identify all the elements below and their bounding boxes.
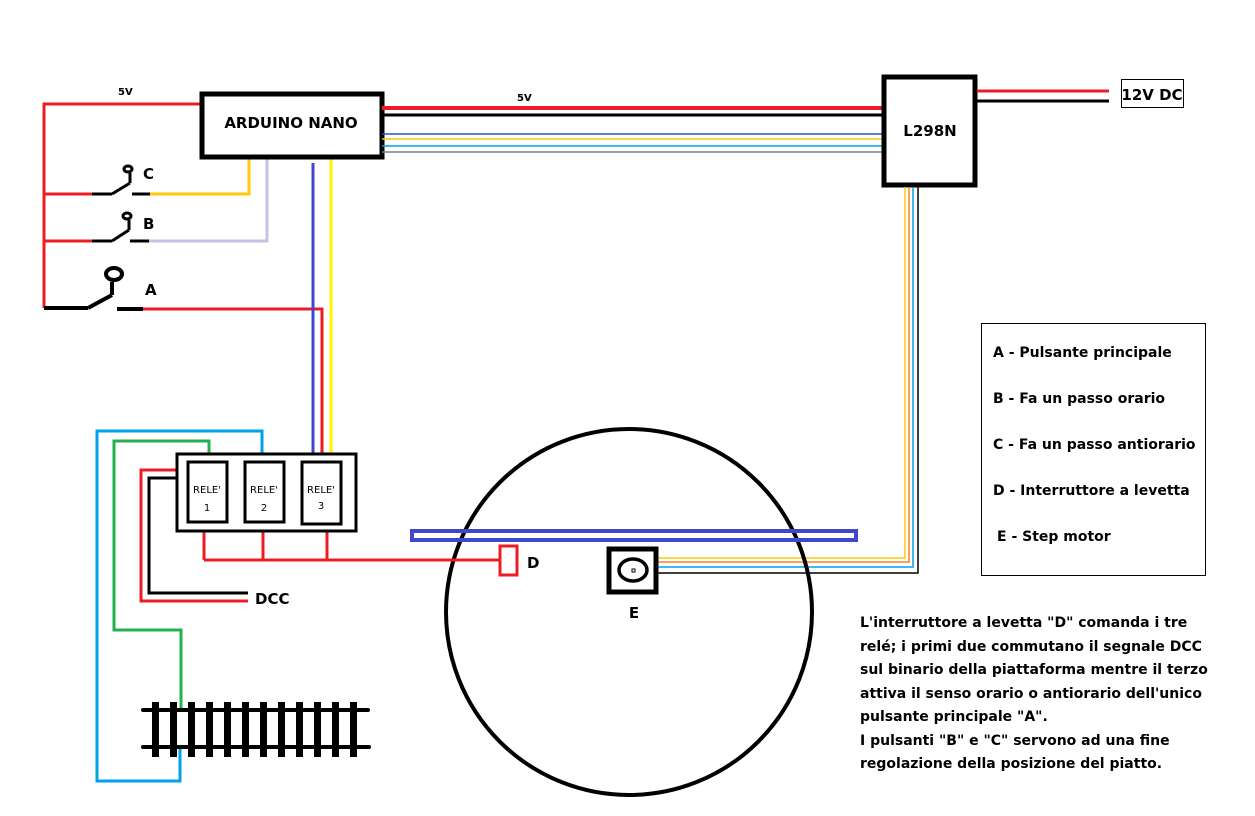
motor-e-label: E <box>629 604 639 622</box>
track-sleeper <box>332 702 339 757</box>
step-motor-e <box>606 546 659 595</box>
pushbutton-b[interactable] <box>92 211 149 243</box>
l298n-label: L298N <box>903 122 956 140</box>
wire-track-cyan <box>95 429 264 783</box>
track-sleeper <box>188 702 195 757</box>
description-line: I pulsanti "B" e "C" servono ad una fine <box>860 733 1170 749</box>
switch-c-label: C <box>143 165 154 183</box>
l298n-driver: L298N <box>881 74 978 188</box>
relay-3-title: RELE' <box>307 485 335 496</box>
switch-a-label: A <box>145 281 157 299</box>
track-sleeper <box>260 702 267 757</box>
track-sleeper <box>278 702 285 757</box>
wire-b-to-arduino <box>149 157 269 243</box>
legend-item-e: E - Step motor <box>997 529 1111 545</box>
12v-dc-supply: 12V DC <box>1121 79 1184 108</box>
track-sleeper <box>314 702 321 757</box>
toggle-switch-d[interactable] <box>498 544 519 577</box>
legend-item-d: D - Interruttore a levetta <box>993 483 1190 499</box>
relay-2-title: RELE' <box>250 485 278 496</box>
track-sleeper <box>242 702 249 757</box>
toggle-d-label: D <box>527 554 539 572</box>
description-line: sul binario della piattaforma mentre il … <box>860 662 1208 678</box>
track-sleeper <box>170 702 177 757</box>
arduino-label: ARDUINO NANO <box>224 114 357 132</box>
5v-label-left: 5V <box>118 87 133 98</box>
legend-item-a: A - Pulsante principale <box>993 345 1172 361</box>
motor-wires <box>658 187 919 574</box>
wire-dcc-red <box>139 468 248 603</box>
pushbutton-c[interactable] <box>92 164 150 196</box>
relay-1-title: RELE' <box>193 485 221 496</box>
description-line: L'interruttore a levetta "D" comanda i t… <box>860 615 1187 631</box>
railway-track <box>141 702 371 757</box>
5v-rail-wire <box>42 102 202 308</box>
track-sleeper <box>350 702 357 757</box>
legend-item-b: B - Fa un passo orario <box>993 391 1165 407</box>
track-sleeper <box>152 702 159 757</box>
description-line: regolazione della posizione del piatto. <box>860 756 1162 772</box>
description-text: L'interruttore a levetta "D" comanda i t… <box>860 615 1208 772</box>
description-line: pulsante principale "A". <box>860 709 1048 725</box>
track-sleeper <box>296 702 303 757</box>
track-sleeper <box>224 702 231 757</box>
relay-2-number: 2 <box>261 503 267 514</box>
relay-1: RELE' 1 <box>186 460 229 524</box>
arduino-l298n-bus <box>382 106 885 153</box>
12v-dc-label: 12V DC <box>1121 86 1182 104</box>
description-line: relé; i primi due commutano il segnale D… <box>860 639 1202 655</box>
pushbutton-a[interactable] <box>44 266 143 311</box>
relay-module: RELE' 1 RELE' 2 RELE' 3 <box>175 452 358 533</box>
arduino-nano: ARDUINO NANO <box>199 91 385 160</box>
legend-box: A - Pulsante principale B - Fa un passo … <box>981 323 1206 576</box>
turntable-circle <box>444 427 814 797</box>
dcc-label: DCC <box>255 590 289 608</box>
relay-3-number: 3 <box>318 501 324 512</box>
wire-track-green <box>112 439 211 708</box>
relay-toggle-bus <box>202 530 499 562</box>
wire-c-to-arduino <box>150 157 251 196</box>
5v-label-top: 5V <box>517 93 532 104</box>
wire-a-to-relay3 <box>143 307 324 462</box>
track-sleeper <box>206 702 213 757</box>
turntable-bridge-track <box>410 529 858 542</box>
relay-3: RELE' 3 <box>300 460 343 526</box>
description-line: attiva il senso orario o antiorario dell… <box>860 686 1202 702</box>
relay-2: RELE' 2 <box>243 460 286 524</box>
switch-b-label: B <box>143 215 154 233</box>
legend-item-c: C - Fa un passo antiorario <box>993 437 1196 453</box>
wire-dcc-black <box>147 476 248 595</box>
relay-1-number: 1 <box>204 503 210 514</box>
